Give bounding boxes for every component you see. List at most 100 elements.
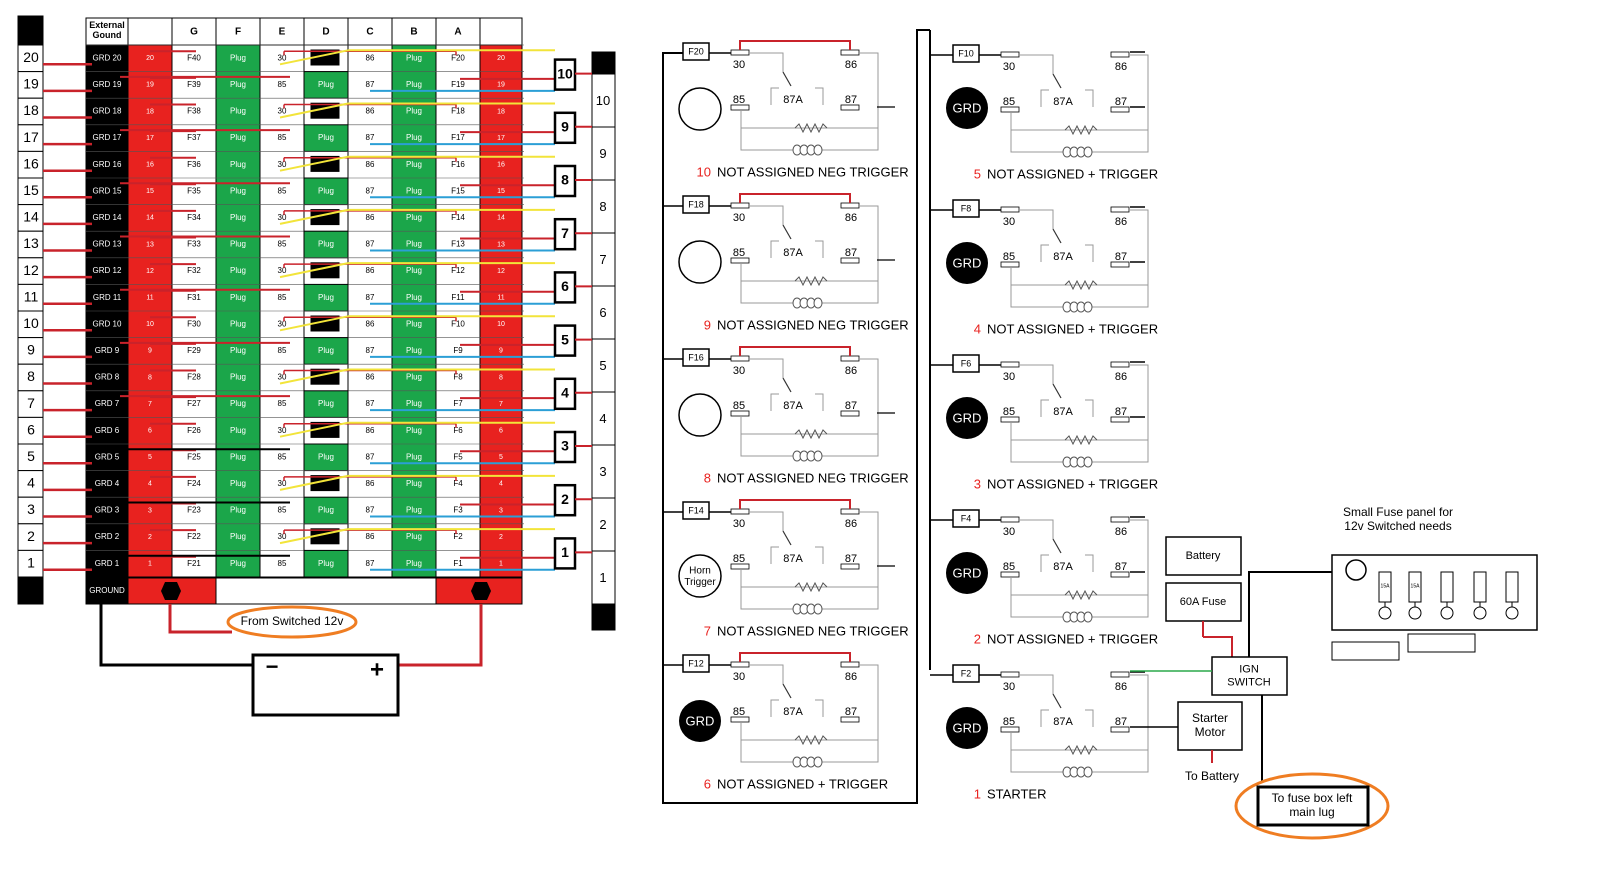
pin-85-label: 85 (1003, 96, 1015, 108)
pin-87-label: 87 (845, 247, 857, 259)
relay-internal (1040, 89, 1049, 107)
fuse-60a-label: 60A Fuse (1180, 596, 1226, 608)
plug-label: Plug (406, 559, 422, 568)
switched-feed-highlight (226, 605, 358, 639)
pin-87-label: 87 (1115, 716, 1127, 728)
relay-fuse-label: F16 (688, 352, 704, 362)
pin-87a-label: 87A (1053, 406, 1073, 418)
relay-pin-86 (1110, 671, 1130, 678)
relay-contact-arm (1052, 383, 1062, 399)
relay-pin-label: 87 (366, 240, 375, 249)
relay-internal (1019, 209, 1054, 229)
plug-label: Plug (230, 399, 246, 408)
ground-trigger-label: GRD (953, 255, 982, 270)
ground-trigger-icon (946, 242, 988, 284)
strip-cell (591, 550, 616, 605)
plug-label: Plug (318, 399, 334, 408)
plug-cell (303, 71, 349, 99)
pin-85-label: 85 (1003, 561, 1015, 573)
relay-description: NOT ASSIGNED + TRIGGER (987, 476, 1158, 491)
plug-label: Plug (406, 213, 422, 222)
red-slot-number: 5 (148, 454, 152, 461)
strip-number: 10 (596, 93, 610, 108)
plug-label: Plug (406, 160, 422, 169)
relay-fuse-label: F6 (961, 358, 972, 368)
trigger-wire-yellow (279, 262, 349, 279)
relay-coil (813, 603, 823, 615)
pin-87-label: 87 (1115, 251, 1127, 263)
plug-label: Plug (230, 53, 246, 62)
relay-pin-86 (840, 355, 860, 362)
relay-pin-label: 87 (366, 80, 375, 89)
ground-slot-label: GRD 5 (95, 452, 120, 461)
relay-pin-30 (730, 508, 750, 515)
pin-30-label: 30 (1003, 526, 1015, 538)
row-number: 4 (27, 475, 35, 491)
pin-87-label: 87 (845, 94, 857, 106)
relay-fuse-label: F4 (961, 513, 972, 523)
red-slot-number: 20 (497, 55, 505, 62)
relay-resistor (1064, 744, 1098, 756)
relay-contact-arm (1052, 538, 1062, 554)
relay-coil-circuit (740, 511, 879, 610)
row-number-cell (17, 283, 44, 312)
to-battery-label: To Battery (1185, 769, 1239, 783)
relay-number: 2 (561, 491, 569, 507)
plug-cell (303, 337, 349, 365)
trigger-wire-yellow (279, 208, 349, 225)
relay-pin-label: 85 (278, 133, 287, 142)
relay-fuse-box (682, 654, 710, 673)
red-slot-number: 17 (497, 135, 505, 142)
trigger-wire-yellow (279, 528, 349, 545)
plug-cell (303, 230, 349, 259)
relay-contact-arm (782, 683, 792, 699)
plug-label: Plug (230, 186, 246, 195)
relay-pin-label: 86 (366, 319, 375, 328)
relay-internal (749, 664, 784, 684)
relay-description: NOT ASSIGNED NEG TRIGGER (717, 470, 909, 485)
red-slot-number: 19 (146, 82, 154, 89)
fuse-label: F7 (453, 399, 463, 408)
relay-pin-87 (1110, 261, 1130, 268)
relay-number: 8 (561, 172, 569, 188)
fuse-label: F28 (187, 373, 201, 382)
switched-feed-wire (168, 604, 232, 634)
relay-pin-label: 87 (366, 452, 375, 461)
relay-pin-87 (1110, 571, 1130, 578)
relay-number: 1 (561, 544, 569, 560)
row-number-cell (17, 310, 44, 339)
plug-label: Plug (406, 373, 422, 382)
pin-85-label: 85 (733, 400, 745, 412)
relay-coil-circuit (740, 358, 879, 457)
ground-trigger-label: GRD (953, 100, 982, 115)
footer-blank (215, 577, 437, 605)
pin-87a-label: 87A (783, 706, 803, 718)
plug-label: Plug (406, 107, 422, 116)
row-number-cell (17, 496, 44, 525)
fuse-label: F38 (187, 107, 201, 116)
relay-fuse-box (682, 42, 710, 61)
row-number: 12 (23, 262, 39, 278)
pin-30-label: 30 (733, 365, 745, 377)
relay-resistor (1064, 279, 1098, 291)
ground-slot-label: GRD 7 (95, 399, 120, 408)
relay-number-label: 7 (704, 623, 711, 638)
relay-pin-label: 86 (366, 479, 375, 488)
column-header-label: D (322, 27, 329, 38)
fuse-label: F18 (451, 107, 465, 116)
plug-label: Plug (230, 213, 246, 222)
column-header-label: B (410, 27, 417, 38)
red-slot-number: 5 (499, 454, 503, 461)
relay-pin-86 (1110, 51, 1130, 58)
relay-description: NOT ASSIGNED + TRIGGER (987, 321, 1158, 336)
relay-resistor (794, 734, 828, 746)
relay-internal (749, 358, 784, 378)
relay-pin-85 (1000, 571, 1020, 578)
fuse-label: F36 (187, 160, 201, 169)
relay-internal (1085, 244, 1094, 262)
